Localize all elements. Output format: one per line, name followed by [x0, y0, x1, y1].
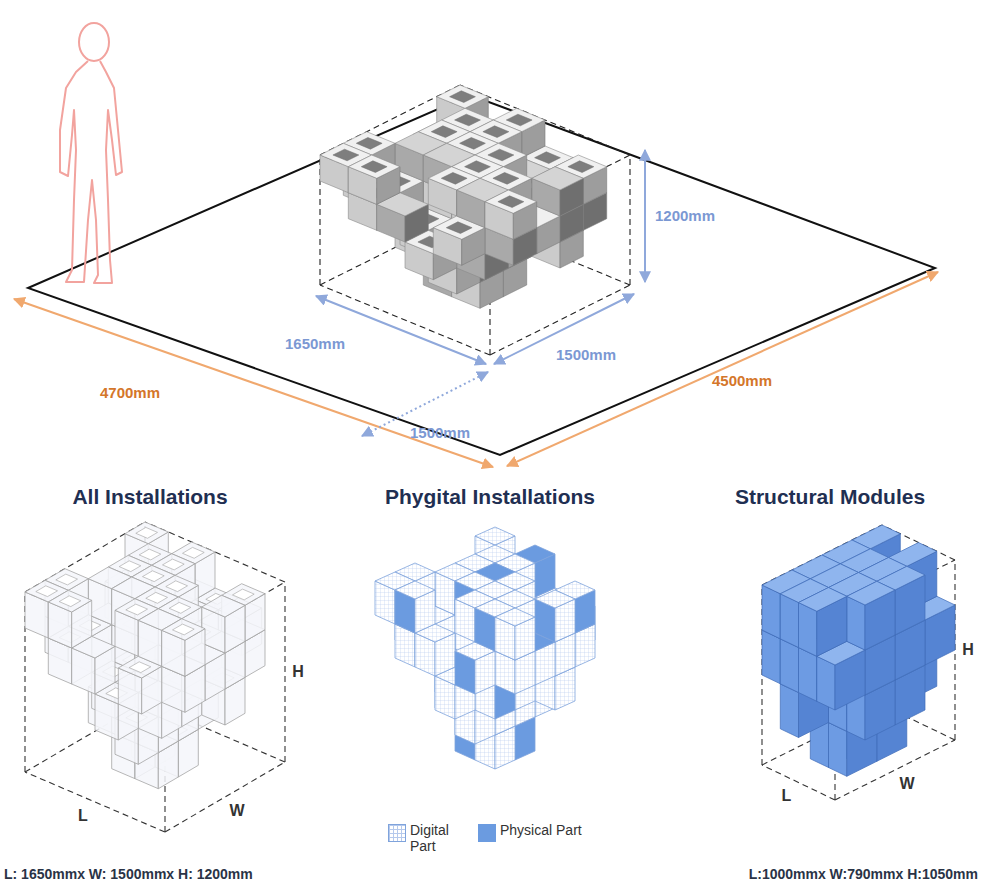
cube-opening [498, 196, 524, 208]
cube-opening [146, 592, 168, 603]
cube-face [125, 522, 168, 544]
cube-opening [361, 161, 387, 173]
size-note: L: 1650mmx W: 1500mmx H: 1200mm [4, 866, 253, 882]
cube-face [780, 684, 798, 738]
cube-opening [460, 138, 486, 150]
cube-face [475, 527, 515, 545]
cube-opening [56, 574, 78, 585]
cube-opening [431, 126, 457, 138]
cube-face [395, 581, 435, 599]
cube-opening [126, 604, 148, 615]
cube-face [847, 581, 895, 605]
bounding-box-edge [629, 155, 630, 285]
cube-face [348, 155, 400, 178]
cube-opening [36, 586, 58, 597]
cube-opening [169, 602, 191, 613]
axis-label: H [292, 663, 304, 681]
dimension-label: 4500mm [712, 372, 772, 389]
dimension-label: 4700mm [100, 384, 160, 401]
cube-opening [356, 138, 382, 150]
phygital-installation [375, 527, 595, 769]
cube-face [532, 167, 584, 190]
person-head [79, 23, 109, 61]
cube-face [48, 590, 91, 612]
dimension-line [494, 294, 634, 364]
cube-opening [450, 91, 476, 103]
section-heading: All Installations [72, 485, 227, 509]
cube-opening [233, 589, 255, 600]
cube-face [799, 603, 817, 657]
person-body [60, 61, 122, 283]
cube-opening [129, 662, 151, 673]
dimension-label: 1500mm [556, 346, 616, 363]
cube-opening [163, 559, 185, 570]
cube-face [202, 595, 245, 617]
axis-label: W [899, 775, 914, 793]
cube-opening [139, 549, 161, 560]
bounding-box-edge [490, 285, 630, 355]
axis-label: W [229, 802, 244, 820]
dimension-label: 1500mm [410, 424, 470, 441]
installation-wireframe [25, 522, 285, 832]
cube-face [817, 656, 835, 710]
section-heading: Phygital Installations [385, 485, 595, 509]
legend-swatch [478, 824, 496, 842]
cube-opening [455, 114, 481, 126]
cube-opening [568, 161, 594, 173]
cube-face [162, 619, 205, 641]
cube-opening [465, 161, 491, 173]
cube-opening [136, 527, 158, 538]
cube-opening [535, 152, 561, 164]
cube-face [762, 630, 780, 684]
dimension-line [507, 272, 938, 466]
cube-face [829, 723, 847, 777]
cube-opening [506, 114, 532, 126]
bounding-box-edge [762, 765, 835, 800]
cube-face [437, 85, 489, 108]
cube-opening [333, 149, 359, 161]
dimension-label: 1200mm [655, 207, 715, 224]
cube-opening [446, 222, 472, 234]
floor-plane [28, 95, 935, 455]
cube-opening [483, 126, 509, 138]
axis-label: L [782, 787, 792, 805]
cube-opening [59, 596, 81, 607]
dimension-line [644, 150, 646, 282]
cube-opening [143, 571, 165, 582]
cube-face [799, 648, 817, 702]
cube-opening [166, 581, 188, 592]
cube-face [847, 596, 865, 650]
structural-modules [762, 525, 955, 800]
cube-opening [488, 149, 514, 161]
section-heading: Structural Modules [735, 485, 925, 509]
cube-face [495, 608, 535, 626]
cube-face [799, 588, 847, 612]
axis-label: H [962, 641, 974, 659]
cube-opening [493, 173, 519, 185]
cube-face [762, 585, 780, 639]
installation-drawings [25, 85, 955, 832]
legend-swatch [388, 824, 406, 842]
size-note: L:1000mmx W:790mmx H:1050mm [749, 866, 978, 882]
installation [320, 85, 630, 355]
legend-label: Digital Part [410, 822, 458, 854]
cube-face [780, 594, 798, 648]
cube-opening [441, 173, 467, 185]
cube-opening [183, 547, 205, 558]
cube-face [780, 639, 798, 693]
legend-label: Physical Part [500, 822, 582, 838]
person-outline [60, 23, 122, 283]
cube-face [485, 190, 537, 213]
cube-opening [119, 561, 141, 572]
cube-face [535, 590, 575, 608]
dimension-line [316, 296, 486, 364]
axis-label: L [78, 807, 88, 825]
bounding-box-edge [284, 582, 285, 762]
cube-opening [173, 624, 195, 635]
dimension-line [14, 299, 493, 467]
dimension-label: 1650mm [285, 335, 345, 352]
